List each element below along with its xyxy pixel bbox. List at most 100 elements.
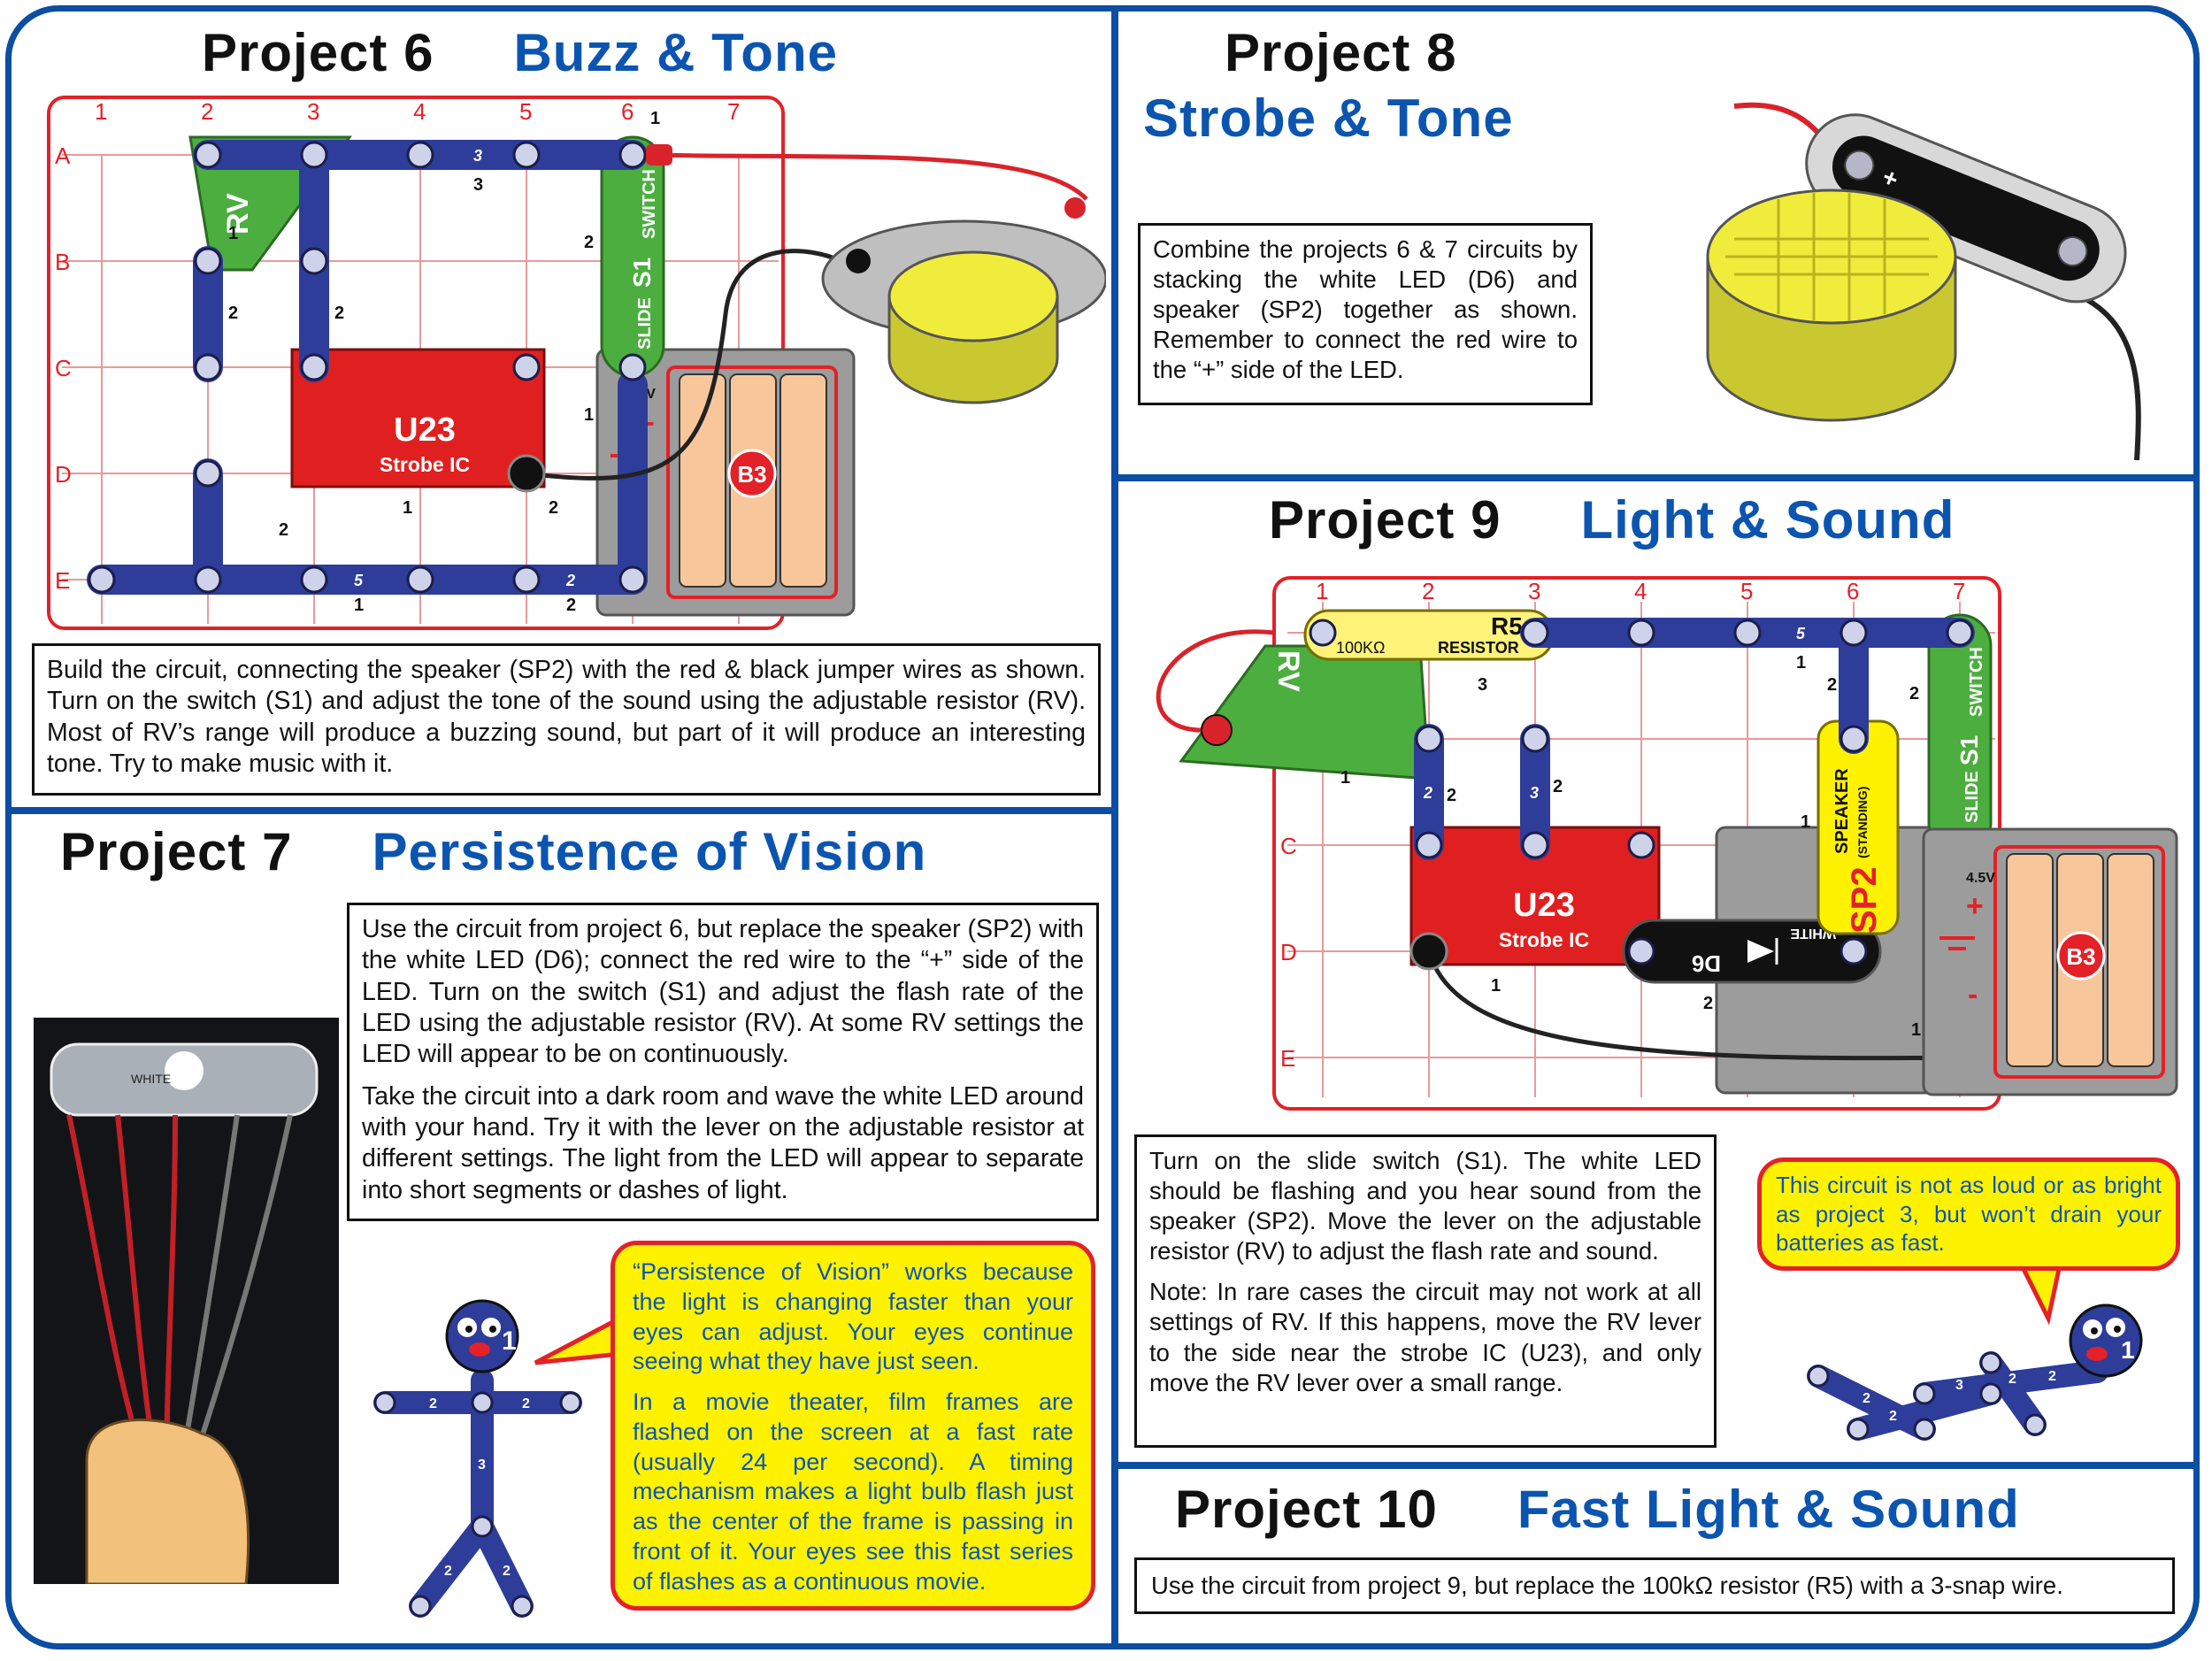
project9-name: Light & Sound bbox=[1580, 490, 1955, 550]
snap-num: 3 bbox=[1530, 784, 1539, 802]
project9-description: Turn on the slide switch (S1). The white… bbox=[1134, 1134, 1717, 1448]
col-label: 5 bbox=[1740, 578, 1753, 604]
level-num: 2 bbox=[1447, 786, 1456, 805]
level-num: 2 bbox=[1703, 994, 1713, 1013]
level-num: 1 bbox=[1911, 1020, 1921, 1040]
battery-voltage: 4.5V bbox=[1966, 871, 1995, 886]
project9-circuit-diagram: 1 2 3 4 5 6 7 C D E RV R5 100KΩ RESISTOR… bbox=[1156, 576, 2001, 1111]
u23-sublabel: Strobe IC bbox=[1499, 928, 1589, 951]
col-label: 2 bbox=[201, 98, 213, 125]
d6-label: D6 bbox=[1692, 950, 1721, 977]
mascot-body bbox=[373, 1369, 582, 1618]
project10-text: Use the circuit from project 9, but repl… bbox=[1151, 1572, 2063, 1599]
snap-wire-numbers: 3 5 2 bbox=[354, 147, 575, 589]
project8-number-title: Project 8 bbox=[1225, 27, 1456, 80]
level-num: 1 bbox=[584, 405, 594, 425]
project7-description: Use the circuit from project 6, but repl… bbox=[347, 903, 1099, 1221]
r5-label: R5 bbox=[1491, 612, 1523, 640]
level-num: 3 bbox=[473, 175, 483, 195]
project9-mascot: 1 2 2 3 2 2 bbox=[1807, 1303, 2143, 1441]
project10-name: Fast Light & Sound bbox=[1517, 1480, 2020, 1539]
row-label: B bbox=[55, 249, 70, 275]
level-num: 2 bbox=[334, 304, 344, 323]
battery-label: B3 bbox=[2066, 943, 2095, 970]
grid-column-labels: 1 2 3 4 5 6 7 C D E bbox=[1280, 578, 1965, 1072]
led-glow bbox=[165, 1051, 204, 1090]
project7-bubble1: “Persistence of Vision” works because th… bbox=[633, 1258, 1073, 1375]
switch-s1-label: S1 bbox=[1955, 735, 1983, 765]
level-num: 2 bbox=[584, 233, 594, 252]
project8-name-title: Strobe & Tone bbox=[1143, 92, 1514, 145]
speaker-sp2-illustration bbox=[821, 197, 1106, 404]
mascot-num: 2 bbox=[429, 1396, 437, 1411]
level-num: 1 bbox=[650, 109, 660, 128]
sp2-label: SP2 bbox=[1845, 866, 1884, 934]
switch-s1-label: S1 bbox=[628, 258, 656, 288]
snap-num: 2 bbox=[565, 572, 575, 589]
photo-led-label: WHITE bbox=[131, 1072, 171, 1086]
project7-text1: Use the circuit from project 6, but repl… bbox=[362, 915, 1084, 1069]
snap-connectors bbox=[88, 141, 647, 594]
sp2-word-label: SPEAKER bbox=[1832, 768, 1852, 854]
mascot-head-number: 1 bbox=[2121, 1336, 2135, 1364]
u23-label: U23 bbox=[1513, 887, 1575, 924]
mascot-snap-numbers: 2 2 3 2 2 bbox=[429, 1396, 530, 1579]
sp2-sub-label: (STANDING) bbox=[1855, 787, 1870, 858]
mascot-num: 3 bbox=[1955, 1378, 1963, 1393]
row-label: E bbox=[55, 567, 70, 594]
col-label: 4 bbox=[1634, 578, 1647, 604]
level-num: 1 bbox=[1340, 768, 1350, 788]
col-label: 1 bbox=[95, 98, 107, 125]
level-num: 2 bbox=[549, 498, 558, 518]
level-num: 1 bbox=[403, 498, 412, 518]
project9-number: Project 9 bbox=[1269, 490, 1502, 550]
rv-label: RV bbox=[221, 193, 255, 235]
mascot-snaps bbox=[1807, 1351, 2047, 1441]
level-num: 1 bbox=[354, 596, 364, 615]
battery-label: B3 bbox=[737, 461, 766, 488]
red-jumper-wire bbox=[654, 152, 1088, 201]
rv-label: RV bbox=[1271, 650, 1305, 692]
col-label: 6 bbox=[621, 98, 634, 125]
level-numbers: 3 2 2 1 2 1 1 2 2 1 2 1 bbox=[228, 109, 660, 615]
u23-label: U23 bbox=[394, 411, 456, 449]
level-num: 1 bbox=[1491, 976, 1501, 996]
mascot-head-number: 1 bbox=[502, 1326, 517, 1356]
level-num: 2 bbox=[228, 304, 238, 323]
project8-name: Strobe & Tone bbox=[1143, 88, 1514, 148]
outer-frame bbox=[5, 5, 2200, 1649]
red-jumper-wire bbox=[1156, 629, 1275, 733]
project6-circuit-diagram: 1 2 3 4 5 6 7 A B C D E B3 4.5V + - bbox=[47, 96, 1106, 630]
snap-num: 5 bbox=[1796, 625, 1806, 642]
project9-speech-bubble: This circuit is not as loud or as bright… bbox=[1757, 1157, 2180, 1271]
bubble-tail bbox=[534, 1316, 619, 1365]
divider-8-9 bbox=[1115, 474, 2196, 481]
project7-photo: WHITE bbox=[34, 1018, 339, 1584]
mascot-num: 2 bbox=[1863, 1391, 1870, 1406]
level-num: 2 bbox=[1909, 684, 1919, 704]
col-label: 7 bbox=[1953, 578, 1965, 604]
mascot-num: 2 bbox=[503, 1564, 511, 1579]
project6-number: Project 6 bbox=[202, 23, 434, 82]
level-num: 1 bbox=[1796, 653, 1806, 673]
mascot-num: 2 bbox=[2048, 1369, 2056, 1384]
project10-description: Use the circuit from project 9, but repl… bbox=[1134, 1557, 2175, 1614]
project9-battery-b3: B3 4.5V + - bbox=[1922, 827, 2178, 1096]
project7-text2: Take the circuit into a dark room and wa… bbox=[362, 1081, 1084, 1204]
u23-sublabel: Strobe IC bbox=[380, 453, 470, 476]
hand-illustration bbox=[85, 1419, 250, 1584]
switch-slide-label: SLIDE bbox=[635, 297, 655, 350]
project9-text2: Note: In rare cases the circuit may not … bbox=[1149, 1278, 1701, 1396]
snap-connectors bbox=[1309, 619, 1974, 965]
project8-description: Combine the projects 6 & 7 circuits by s… bbox=[1138, 223, 1593, 405]
project7-name: Persistence of Vision bbox=[372, 822, 927, 881]
row-label: A bbox=[55, 142, 71, 169]
col-label: 3 bbox=[1528, 578, 1540, 604]
project8-led-speaker-illustration: + bbox=[1706, 102, 2141, 461]
speaker-grille bbox=[1725, 193, 1938, 320]
level-num: 3 bbox=[1478, 675, 1487, 695]
black-jumper-wire bbox=[1426, 950, 1961, 1061]
